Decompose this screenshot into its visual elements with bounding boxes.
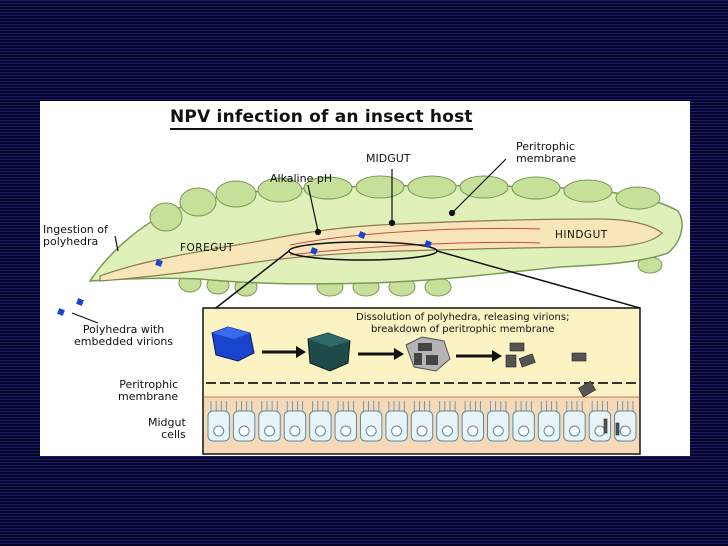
cell-nucleus	[568, 425, 580, 437]
polyhedron-intact	[211, 326, 255, 362]
label-peritrophic-membrane-top: Peritrophic membrane	[516, 140, 577, 165]
midgut-cells	[207, 401, 637, 442]
slide: NPV infection of an insect host MIDGUT P…	[40, 101, 690, 456]
label-midgut-cells: Midgut cells	[148, 416, 186, 441]
peritrophic-membrane-line	[289, 227, 541, 246]
cell-nucleus	[340, 425, 352, 437]
dissolution-sequence	[211, 326, 620, 436]
label-polyhedra-with-embedded-virions: Polyhedra with embedded virions	[74, 323, 174, 348]
cell-nucleus	[238, 425, 250, 437]
cell-nucleus	[467, 425, 479, 437]
cell-nucleus	[518, 425, 530, 437]
cell-nucleus	[391, 425, 403, 437]
cell-nucleus	[619, 425, 631, 437]
label-dissolution: Dissolution of polyhedra, releasing viri…	[356, 312, 570, 335]
cell-nucleus	[441, 425, 453, 437]
cell-nucleus	[492, 425, 504, 437]
gut-tube	[99, 218, 663, 282]
inset-connector-right	[436, 250, 641, 309]
cell-nucleus	[213, 425, 225, 437]
diagram-title: NPV infection of an insect host	[170, 107, 473, 130]
cell-nucleus	[594, 425, 606, 437]
released-virions	[505, 342, 620, 436]
cell-nucleus	[543, 425, 555, 437]
label-alkaline-ph: Alkaline pH	[270, 172, 333, 185]
cell-nucleus	[289, 425, 301, 437]
label-hindgut: HINDGUT	[555, 229, 608, 241]
label-midgut: MIDGUT	[366, 152, 411, 165]
pointer-lines	[71, 158, 507, 324]
cell-nucleus	[416, 425, 428, 437]
inset-connector-left	[202, 250, 290, 319]
peritrophic-membrane-line-lower	[289, 241, 541, 256]
label-ingestion-of-polyhedra: Ingestion of polyhedra	[43, 223, 108, 248]
polyhedron-dissolving	[307, 332, 351, 372]
label-foregut: FOREGUT	[180, 242, 234, 254]
cell-nucleus	[314, 425, 326, 437]
caterpillar-segments	[149, 175, 661, 232]
cell-nucleus	[264, 425, 276, 437]
polyhedron-releasing-virions	[405, 336, 451, 372]
cell-nucleus	[365, 425, 377, 437]
npv-diagram	[57, 158, 683, 455]
label-peritrophic-membrane-bottom: Peritrophic membrane	[118, 378, 179, 403]
gut-polyhedra	[57, 231, 432, 316]
